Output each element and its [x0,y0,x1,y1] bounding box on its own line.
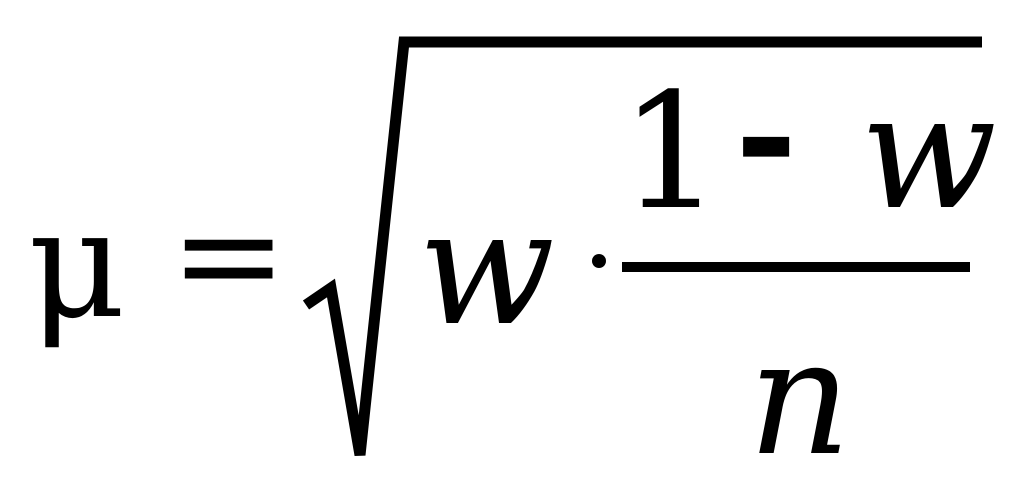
multiplication-dot [592,254,606,268]
fraction-bar [622,262,970,272]
numerator-w: w [860,58,997,245]
mu-symbol: μ [28,178,126,352]
numerator-minus: - [735,47,798,223]
numerator-one: 1 [620,58,722,245]
variable-w: w [418,174,555,361]
denominator-n: n [748,304,852,491]
equals-sign: = [170,174,288,337]
